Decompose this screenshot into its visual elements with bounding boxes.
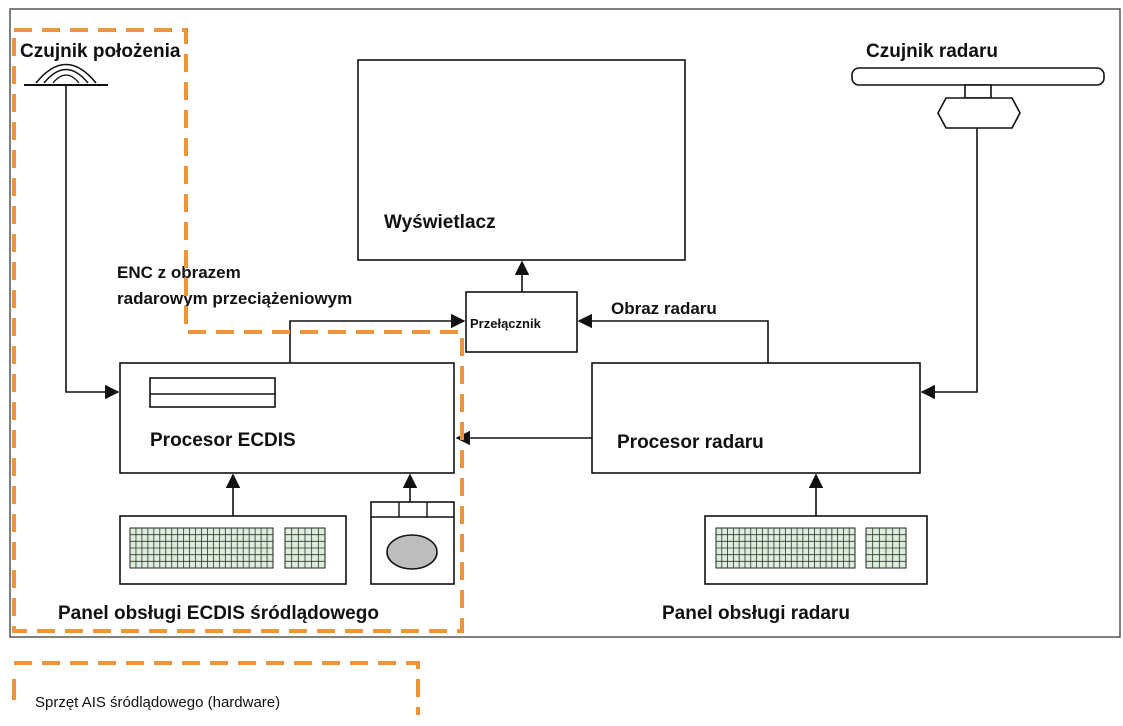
- switch-label: Przełącznik: [470, 316, 542, 331]
- legend-label: Sprzęt AIS śródlądowego (hardware): [35, 694, 280, 711]
- enc-label-line2: radarowym przeciążeniowym: [117, 289, 352, 308]
- keyboard-key-grid: [866, 528, 906, 568]
- trackball-icon: [370, 501, 455, 585]
- radar-processor-label: Procesor radaru: [617, 432, 764, 453]
- position-sensor-label: Czujnik położenia: [20, 41, 181, 62]
- ecdis-panel-label: Panel obsługi ECDIS śródlądowego: [58, 603, 379, 624]
- keyboard-key-grid: [130, 528, 273, 568]
- ecdis-keyboard-icon: [119, 515, 347, 585]
- legend-dashed-box: [14, 661, 420, 715]
- position-sensor-connector: [65, 85, 120, 400]
- keyboard-key-grid: [716, 528, 855, 568]
- ais-hardware-boundary: [12, 28, 464, 633]
- radar-sensor-label: Czujnik radaru: [866, 41, 998, 62]
- diagram-frame: [9, 8, 1121, 638]
- radar-sensor-connector: [920, 128, 978, 400]
- display-label: Wyświetlacz: [384, 212, 496, 233]
- radar-sensor-icon: [851, 67, 1105, 129]
- enc-label-line1: ENC z obrazem: [117, 263, 241, 282]
- keyboard-key-grid: [285, 528, 325, 568]
- ecdis-processor-label: Procesor ECDIS: [150, 430, 296, 451]
- display-box: [357, 59, 686, 261]
- switch-box: [465, 291, 578, 353]
- ecdis-to-switch-connector: [289, 313, 466, 363]
- radar-image-label: Obraz radaru: [611, 299, 717, 318]
- radar-processor-box: [591, 362, 921, 474]
- radar-panel-label: Panel obsługi radaru: [662, 603, 850, 624]
- radar-keyboard-icon: [704, 515, 928, 585]
- position-sensor-antenna-icon: [24, 63, 108, 86]
- radar-to-switch-connector: [577, 313, 769, 363]
- legend: Sprzęt AIS śródlądowego (hardware): [12, 661, 420, 715]
- disk-drive-icon: [149, 377, 276, 408]
